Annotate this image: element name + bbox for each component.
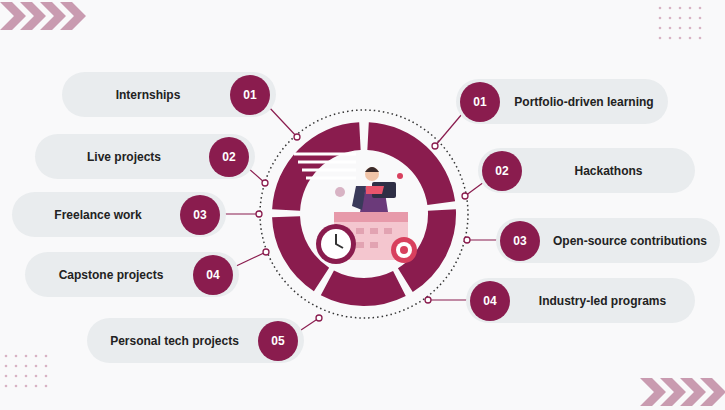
topic-pill: Live projects 02 (35, 134, 255, 179)
callout-number: 05 (271, 334, 284, 348)
topic-label: Freelance work (26, 192, 170, 237)
topic-label: Personal tech projects (101, 318, 248, 363)
topic-pill: Industry-led programs 04 (466, 278, 695, 323)
topic-label: Capstone projects (39, 252, 183, 297)
topic-pill: Freelance work 03 (12, 192, 226, 237)
number-circle: 04 (193, 255, 233, 295)
callout-number: 02 (222, 150, 235, 164)
topic-pill: Hackathons 02 (478, 148, 695, 193)
dot-grid (5, 355, 48, 388)
number-circle: 03 (180, 195, 220, 235)
callout-number: 01 (473, 95, 486, 109)
number-circle: 05 (258, 321, 298, 361)
number-circle: 03 (500, 221, 540, 261)
topic-pill: Capstone projects 04 (25, 252, 239, 297)
number-circle: 01 (230, 75, 270, 115)
number-circle: 04 (470, 281, 510, 321)
illustration (316, 167, 417, 264)
topic-label: Hackathons (532, 148, 685, 193)
leader-lines (220, 106, 507, 332)
topic-pill: Open-source contributions 03 (496, 218, 720, 263)
topic-label: Industry-led programs (520, 278, 685, 323)
topic-label: Portfolio-driven learning (510, 79, 658, 124)
topic-pill: Portfolio-driven learning 01 (456, 79, 668, 124)
number-circle: 01 (460, 82, 500, 122)
callout-number: 04 (206, 268, 219, 282)
topic-pill: Internships 01 (62, 72, 276, 117)
dotted-ring (260, 110, 468, 318)
connector-dots (256, 134, 470, 321)
callout-number: 04 (483, 294, 496, 308)
callout-number: 03 (193, 208, 206, 222)
dot-grid (659, 7, 702, 40)
ring-segments (272, 122, 456, 306)
topic-pill: Personal tech projects 05 (87, 318, 304, 363)
number-circle: 02 (482, 151, 522, 191)
callout-number: 02 (495, 164, 508, 178)
number-circle: 02 (209, 137, 249, 177)
topic-label: Live projects (49, 134, 199, 179)
topic-label: Open-source contributions (550, 218, 710, 263)
topic-label: Internships (76, 72, 220, 117)
callout-number: 03 (513, 234, 526, 248)
callout-number: 01 (243, 88, 256, 102)
